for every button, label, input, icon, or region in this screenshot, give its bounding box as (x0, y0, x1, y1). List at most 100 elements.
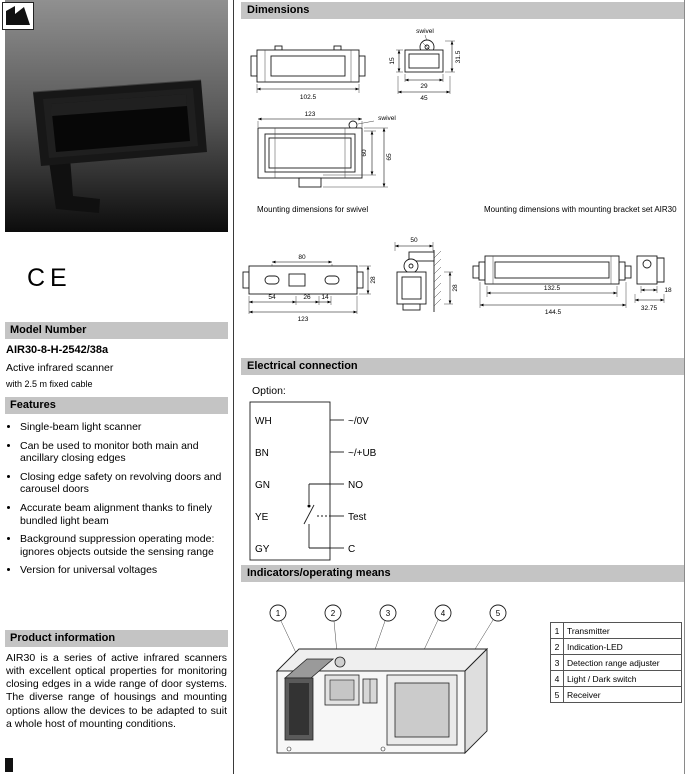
dim-label: 123 (305, 111, 316, 118)
drawing-swivel-end-view: swivel 15 31.5 29 (389, 28, 462, 102)
wire-signal-label: C (348, 544, 355, 555)
dim-label: 60 (361, 149, 368, 157)
callout-number: 4 (441, 609, 446, 618)
dim-label: 132.5 (544, 285, 561, 292)
dim-label: 80 (298, 254, 306, 261)
model-description-1: Active infrared scanner (6, 362, 114, 374)
dim-label: 28 (452, 284, 459, 292)
wire-gy: GY C (255, 544, 355, 555)
dim-label: 45 (420, 95, 428, 102)
legend-num: 2 (550, 638, 564, 655)
callout-number: 1 (276, 609, 281, 618)
callout-number: 3 (386, 609, 391, 618)
footer-mark (5, 758, 13, 772)
dim-label: 54 (268, 294, 276, 301)
legend-label: Transmitter (563, 622, 682, 639)
model-number-value: AIR30-8-H-2542/38a (6, 344, 109, 356)
electrical-diagram: WH ~/0V BN ~/+UB GN NO YE Test GY C (249, 401, 377, 561)
dimensions-header: Dimensions (241, 2, 684, 19)
indicators-header: Indicators/operating means (241, 565, 684, 582)
callout-2: 2 (324, 604, 342, 654)
feature-item: Accurate beam alignment thanks to finely… (20, 502, 228, 527)
dim-label: 32.75 (641, 305, 658, 312)
wire-color-label: YE (255, 512, 269, 523)
legend-label: Indication-LED (563, 638, 682, 655)
wire-signal-label: ~/+UB (348, 448, 377, 459)
dim-label: 29 (420, 83, 428, 90)
wire-color-label: WH (255, 416, 272, 427)
callout-number: 5 (496, 609, 501, 618)
dim-label: 50 (410, 237, 418, 244)
model-description-2: with 2.5 m fixed cable (6, 379, 93, 389)
option-label: Option: (252, 385, 286, 397)
drawing-side-view: 102.5 (250, 45, 366, 101)
dim-label: 31.5 (455, 50, 462, 63)
dim-label: 15 (389, 57, 396, 65)
legend-row: 4 Light / Dark switch (550, 670, 682, 687)
wire-ye: YE Test (255, 512, 367, 523)
legend-num: 1 (550, 622, 564, 639)
wire-signal-label: ~/0V (348, 416, 369, 427)
drawing-mounting-plate: 80 54 26 14 123 (242, 254, 377, 323)
legend-label: Detection range adjuster (563, 654, 682, 671)
relay-contact-symbol (303, 483, 330, 549)
brand-logo (2, 2, 34, 30)
legend-row: 1 Transmitter (550, 622, 682, 639)
features-list: Single-beam light scanner Can be used to… (6, 421, 228, 583)
legend-num: 4 (550, 670, 564, 687)
wire-color-label: BN (255, 448, 269, 459)
dim-label: 26 (303, 294, 311, 301)
feature-item: Background suppression operating mode: i… (20, 533, 228, 558)
dim-label: 144.5 (545, 309, 562, 316)
callout-number: 2 (331, 609, 336, 618)
indicators-drawing: 1 2 3 4 5 (269, 604, 507, 755)
sensor-cutaway-drawing (275, 647, 489, 755)
dim-label: 123 (298, 316, 309, 323)
ce-mark: CE (27, 264, 72, 292)
callout-1: 1 (269, 604, 298, 656)
wire-gn: GN NO (255, 480, 363, 491)
dim-label: swivel (378, 115, 396, 122)
drawing-bracket-set: 132.5 144.5 18 32.75 (472, 255, 672, 316)
wire-bn: BN ~/+UB (255, 448, 377, 459)
feature-item: Version for universal voltages (20, 564, 228, 577)
legend-row: 3 Detection range adjuster (550, 654, 682, 671)
legend-label: Light / Dark switch (563, 670, 682, 687)
feature-item: Can be used to monitor both main and anc… (20, 440, 228, 465)
product-info-header: Product information (5, 630, 228, 647)
wire-signal-label: NO (348, 480, 363, 491)
legend-row: 5 Receiver (550, 686, 682, 703)
wire-color-label: GY (255, 544, 270, 555)
dim-label: 18 (664, 287, 672, 294)
legend-label: Receiver (563, 686, 682, 703)
brand-logo-icon (2, 2, 34, 30)
caption-bracket: Mounting dimensions with mounting bracke… (484, 205, 677, 214)
drawing-swivel-wall-view: 50 28 (394, 237, 459, 312)
model-number-header: Model Number (5, 322, 228, 339)
wire-color-label: GN (255, 480, 270, 491)
legend-row: 2 Indication-LED (550, 638, 682, 655)
wire-wh: WH ~/0V (255, 416, 369, 427)
product-info-text: AIR30 is a series of active infrared sca… (6, 652, 227, 730)
electrical-header: Electrical connection (241, 358, 684, 375)
features-header: Features (5, 397, 228, 414)
legend-num: 5 (550, 686, 564, 703)
product-photo (5, 0, 228, 232)
left-column: CE Model Number AIR30-8-H-2542/38a Activ… (2, 0, 228, 774)
dim-label: 14 (321, 294, 329, 301)
feature-item: Single-beam light scanner (20, 421, 228, 434)
dim-label: swivel (416, 28, 434, 35)
column-divider (233, 0, 234, 774)
legend-num: 3 (550, 654, 564, 671)
dim-label: 65 (386, 153, 393, 161)
indicators-legend: 1 Transmitter 2 Indication-LED 3 Detecti… (550, 622, 682, 703)
caption-swivel: Mounting dimensions for swivel (257, 205, 369, 214)
right-column: Dimensions 102.5 (237, 0, 684, 774)
dimensions-drawing: 102.5 swivel 15 31.5 (242, 28, 672, 323)
dim-label: 102.5 (300, 94, 317, 101)
dim-label: 28 (370, 276, 377, 284)
wire-signal-label: Test (348, 512, 367, 523)
product-photo-image (5, 0, 228, 232)
drawing-front-view: 123 swivel 60 65 (257, 111, 396, 188)
